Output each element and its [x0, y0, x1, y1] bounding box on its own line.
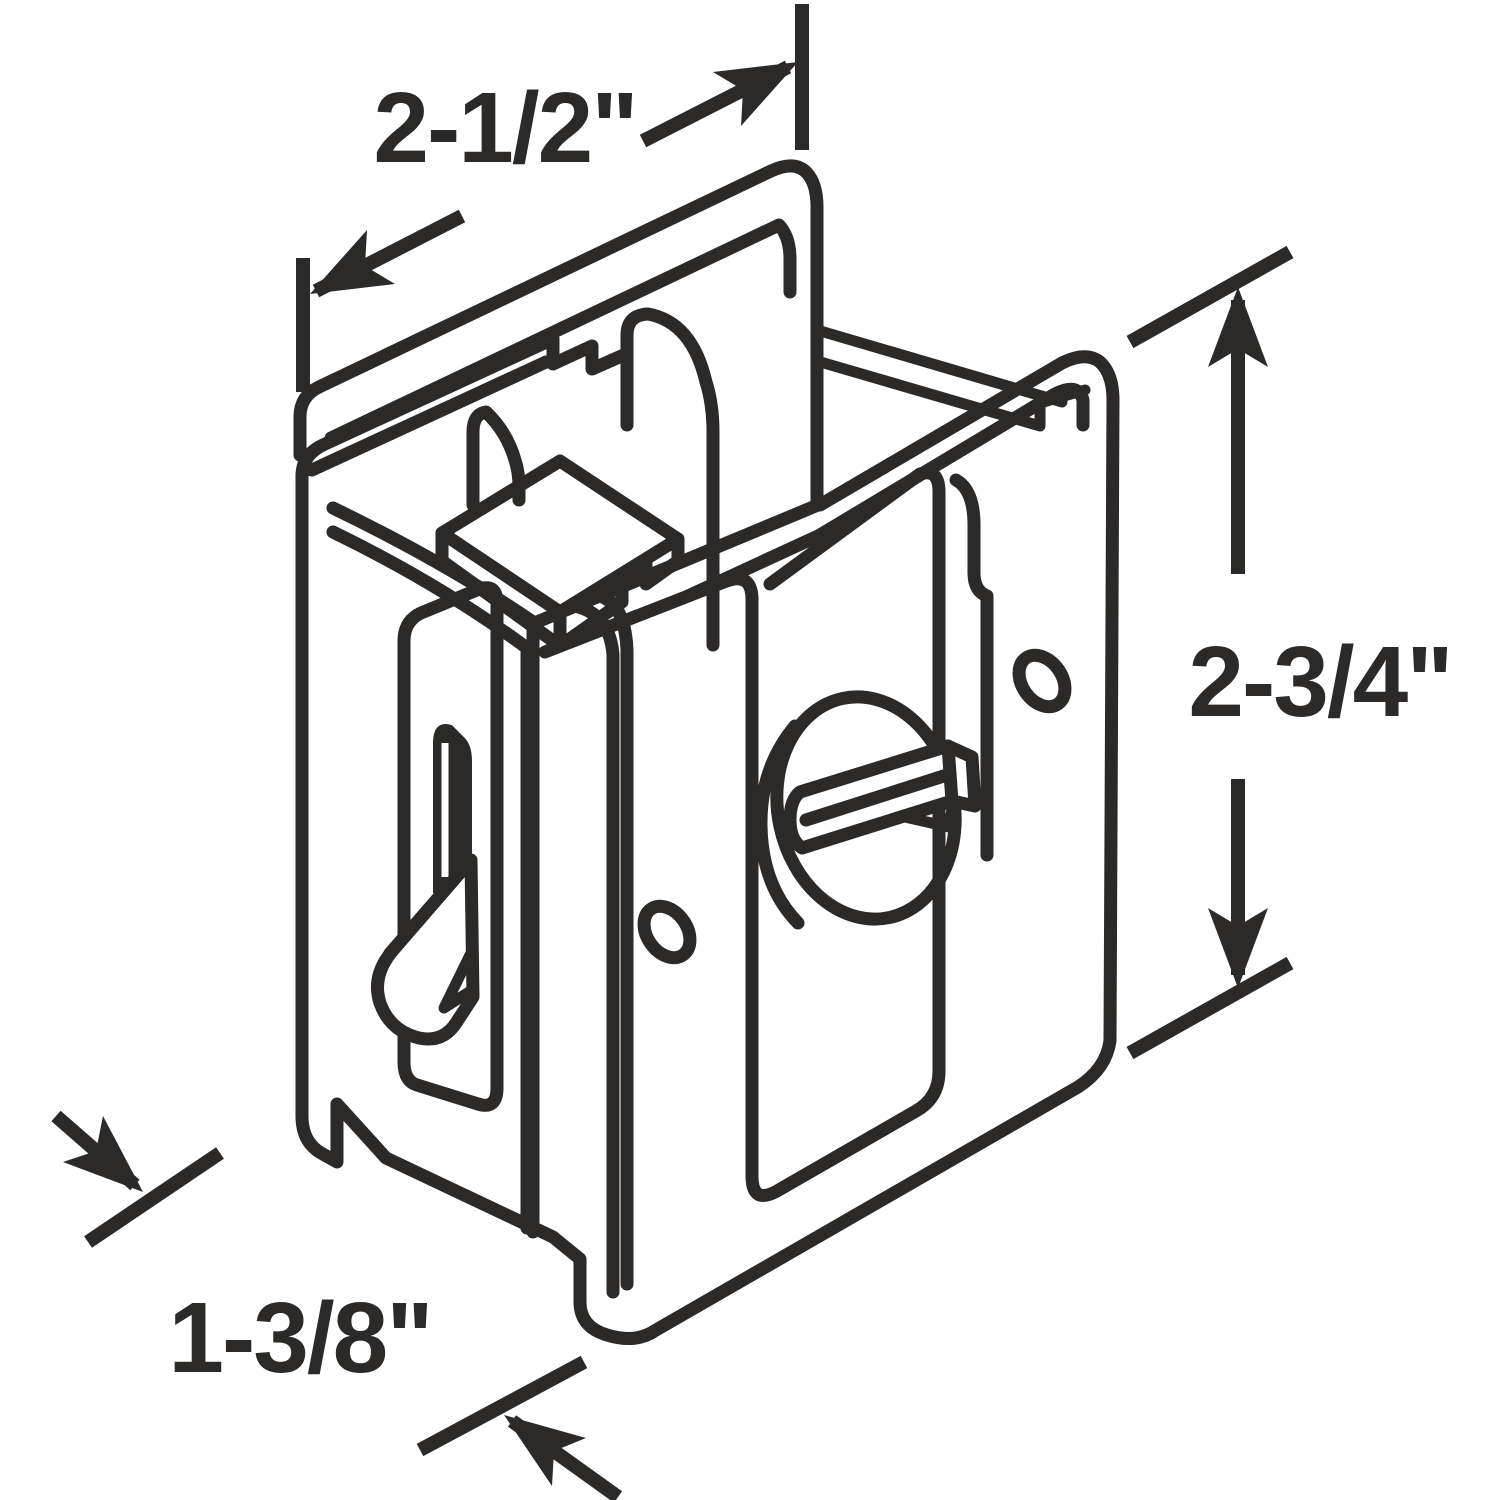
dimension-width: 2-1/2" [296, 4, 809, 392]
dimension-depth: 1-3/8" [51, 1110, 623, 1500]
dimension-depth-label: 1-3/8" [168, 1282, 431, 1394]
left-plate-top [305, 333, 825, 1239]
back-plate-inner-edge [324, 218, 797, 445]
right-plate-top-inner [813, 382, 1090, 542]
latch-block-side-notch [553, 532, 685, 653]
screw-hole-left [637, 899, 697, 965]
right-plate-recess-accent [949, 473, 994, 862]
latch-arch-small [466, 405, 526, 512]
thumb-turn-bar-slot [799, 767, 957, 827]
dimension-width-label: 2-1/2" [373, 72, 636, 184]
hook-latch [371, 853, 480, 1046]
arrow-down-left-icon [310, 230, 395, 294]
left-plate-top-step [546, 333, 633, 376]
thumb-turn [754, 690, 982, 930]
arrow-down-right-icon [63, 1116, 143, 1192]
latch-arch-large [620, 307, 720, 652]
dimension-height: 2-3/4" [1126, 245, 1454, 1060]
left-plate-face [371, 581, 504, 1112]
lock-silhouette [295, 332, 1120, 1346]
hook-latch-inner-edge [383, 867, 465, 959]
dimension-depth-shaft-lower [507, 1415, 623, 1500]
thumb-turn-bar-under [899, 797, 959, 833]
screw-hole-right [1012, 648, 1072, 714]
dimension-depth-tick-lower [416, 1355, 588, 1457]
left-plate-top-inner [305, 355, 553, 477]
dimension-height-label: 2-3/4" [1188, 626, 1451, 738]
latch-housing [435, 307, 720, 653]
arrow-up-right-icon [713, 62, 798, 126]
right-plate [538, 382, 1090, 1299]
left-plate-recess [397, 581, 504, 1112]
dimension-depth-tick-upper [84, 1147, 224, 1248]
dimension-height-tick-bottom [1126, 956, 1294, 1060]
right-plate-left-edge-a [568, 599, 620, 1299]
arrow-down-icon [1208, 908, 1268, 988]
back-plate-outline [293, 159, 824, 509]
hook-latch-notch [438, 949, 476, 1014]
channel-front-left-inner [326, 525, 534, 655]
lock-body [293, 159, 1120, 1346]
dimension-height-tick-top [1126, 245, 1294, 349]
right-plate-recess [538, 466, 946, 1202]
arrow-up-icon [1208, 287, 1268, 367]
thumb-turn-disc-edge [754, 719, 805, 930]
